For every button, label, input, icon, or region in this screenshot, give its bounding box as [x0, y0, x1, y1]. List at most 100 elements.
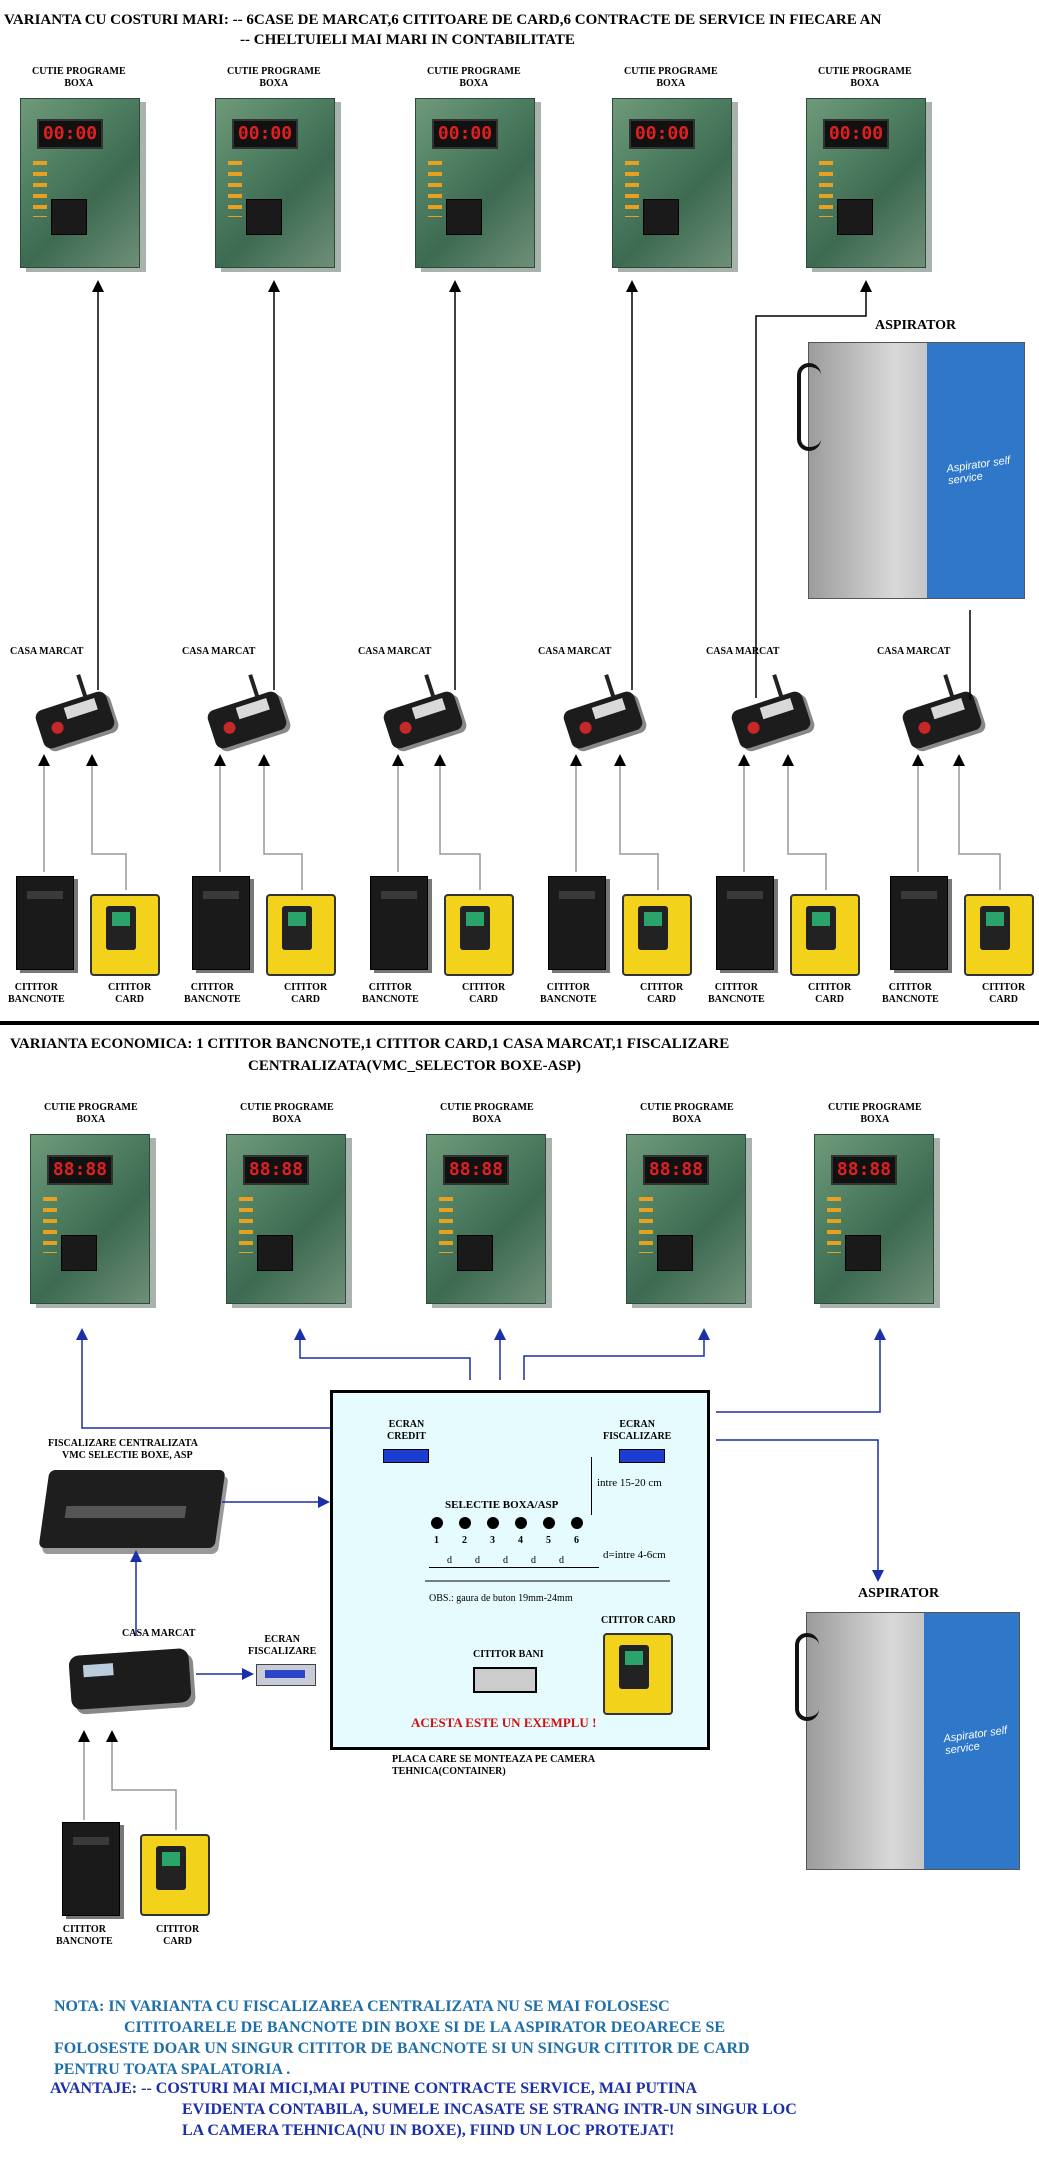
box-display: 00:00 — [37, 119, 103, 149]
bottom-casa-label: CASA MARCAT — [122, 1628, 196, 1639]
panel-button-dot — [571, 1517, 583, 1529]
top-casa-label: CASA MARCAT — [10, 646, 84, 657]
box-display: 88:88 — [443, 1155, 509, 1185]
panel-cititor-bani-label: CITITOR BANI — [473, 1649, 544, 1660]
panel-button-number: 1 — [434, 1535, 439, 1546]
panel-button-number: 6 — [574, 1535, 579, 1546]
panel-ecran-fisc-label: ECRAN FISCALIZARE — [603, 1419, 672, 1442]
panel-d-mark: d — [531, 1555, 536, 1566]
panel-d-mark: d — [475, 1555, 480, 1566]
fiscalizare-label: FISCALIZARE CENTRALIZATA VMC SELECTIE BO… — [48, 1438, 198, 1461]
bottom-box-device: 88:88 — [30, 1134, 150, 1304]
panel-button-dot — [543, 1517, 555, 1529]
bottom-bancnote-label: CITITOR BANCNOTE — [56, 1924, 113, 1947]
bottom-bancnote-device — [62, 1822, 120, 1916]
panel-d-mark: d — [503, 1555, 508, 1566]
control-panel: ECRAN CREDIT ECRAN FISCALIZARE intre 15-… — [330, 1390, 710, 1750]
box-display: 88:88 — [831, 1155, 897, 1185]
box-display: 00:00 — [823, 119, 889, 149]
bottom-box-device: 88:88 — [426, 1134, 546, 1304]
panel-ecran-fisc — [619, 1449, 665, 1463]
bottom-header-line1: VARIANTA ECONOMICA: 1 CITITOR BANCNOTE,1… — [10, 1036, 730, 1052]
ecran-fiscalizare-device — [256, 1664, 316, 1686]
top-bancnote-device — [16, 876, 74, 970]
panel-button-number: 4 — [518, 1535, 523, 1546]
top-box-device: 00:00 — [215, 98, 335, 268]
panel-selectie-label: SELECTIE BOXA/ASP — [445, 1499, 559, 1511]
top-header-line1: VARIANTA CU COSTURI MARI: -- 6CASE DE MA… — [4, 12, 882, 28]
top-casa-label: CASA MARCAT — [706, 646, 780, 657]
top-bancnote-device — [370, 876, 428, 970]
bottom-card-label: CITITOR CARD — [156, 1924, 200, 1947]
top-card-device — [266, 894, 336, 976]
top-box-device: 00:00 — [612, 98, 732, 268]
panel-ecran-credit-label: ECRAN CREDIT — [387, 1419, 426, 1442]
top-bancnote-device — [548, 876, 606, 970]
panel-button-number: 3 — [490, 1535, 495, 1546]
top-card-device — [790, 894, 860, 976]
panel-intre-label: intre 15-20 cm — [597, 1477, 662, 1489]
top-bancnote-device — [716, 876, 774, 970]
panel-button-number: 2 — [462, 1535, 467, 1546]
top-box-device: 00:00 — [806, 98, 926, 268]
box-display: 88:88 — [243, 1155, 309, 1185]
panel-card-device — [603, 1633, 673, 1715]
panel-button-dot — [431, 1517, 443, 1529]
top-aspirator-label: ASPIRATOR — [875, 318, 957, 333]
panel-d-mark: d — [559, 1555, 564, 1566]
bottom-box-device: 88:88 — [814, 1134, 934, 1304]
bottom-box-device: 88:88 — [626, 1134, 746, 1304]
panel-button-dot — [487, 1517, 499, 1529]
top-casa-label: CASA MARCAT — [877, 646, 951, 657]
panel-cititor-bani-slot — [473, 1667, 537, 1693]
panel-d-mark: d — [447, 1555, 452, 1566]
top-bancnote-device — [890, 876, 948, 970]
bottom-card-device — [140, 1834, 210, 1916]
box-display: 88:88 — [643, 1155, 709, 1185]
panel-button-dot — [515, 1517, 527, 1529]
top-casa-label: CASA MARCAT — [358, 646, 432, 657]
panel-exemplu: ACESTA ESTE UN EXEMPLU ! — [411, 1715, 597, 1730]
top-bancnote-device — [192, 876, 250, 970]
bottom-box-device: 88:88 — [226, 1134, 346, 1304]
top-card-device — [90, 894, 160, 976]
box-display: 88:88 — [47, 1155, 113, 1185]
panel-obs: OBS.: gaura de buton 19mm-24mm — [429, 1593, 573, 1604]
box-display: 00:00 — [232, 119, 298, 149]
top-aspirator-device: Aspirator self service — [797, 342, 1025, 599]
panel-ecran-credit — [383, 1449, 429, 1463]
panel-button-number: 5 — [546, 1535, 551, 1546]
bottom-connections — [76, 1328, 886, 1680]
top-casa-label: CASA MARCAT — [182, 646, 256, 657]
panel-d-intre: d=intre 4-6cm — [603, 1549, 666, 1561]
panel-button-dot — [459, 1517, 471, 1529]
box-display: 00:00 — [629, 119, 695, 149]
top-card-device — [444, 894, 514, 976]
panel-cititor-card-label: CITITOR CARD — [601, 1615, 676, 1626]
section-separator — [0, 1021, 1039, 1025]
placa-label: PLACA CARE SE MONTEAZA PE CAMERA TEHNICA… — [392, 1754, 596, 1777]
top-header-line2: -- CHELTUIELI MAI MARI IN CONTABILITATE — [240, 32, 575, 48]
bottom-aspirator-label: ASPIRATOR — [858, 1586, 940, 1601]
